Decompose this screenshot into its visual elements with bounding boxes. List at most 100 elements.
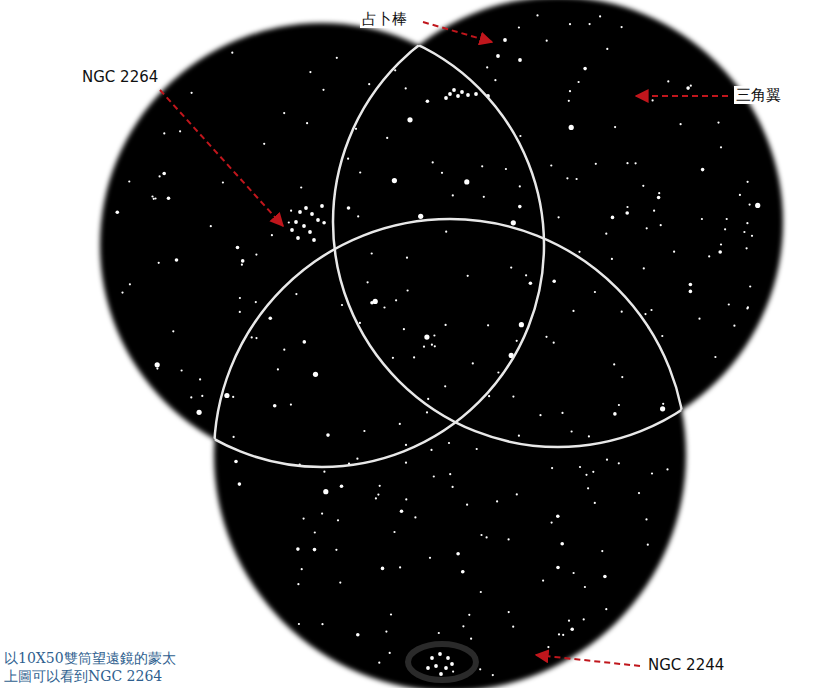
star <box>231 52 233 54</box>
star <box>653 210 655 212</box>
star <box>505 168 507 170</box>
star <box>662 403 664 405</box>
star <box>680 123 682 125</box>
star <box>462 625 464 627</box>
star <box>553 342 555 344</box>
star <box>373 299 378 304</box>
star <box>162 172 166 176</box>
star <box>326 433 330 437</box>
star <box>277 368 279 370</box>
star <box>701 218 703 220</box>
star <box>621 376 623 378</box>
star <box>434 345 436 347</box>
star <box>357 215 359 217</box>
star <box>116 211 120 215</box>
star <box>222 181 224 183</box>
star <box>431 344 433 346</box>
star <box>660 224 662 226</box>
star <box>430 449 432 451</box>
star <box>717 122 719 124</box>
star <box>755 203 760 208</box>
nebula-glow <box>408 644 476 680</box>
star <box>476 448 478 450</box>
star <box>618 404 620 406</box>
star <box>197 410 202 415</box>
star <box>159 175 161 177</box>
star <box>283 349 285 351</box>
star <box>579 466 581 468</box>
star <box>306 122 308 124</box>
star <box>390 613 392 615</box>
star <box>271 234 273 236</box>
star <box>427 398 429 400</box>
star <box>462 570 464 572</box>
star <box>728 303 730 305</box>
star <box>347 158 349 160</box>
star <box>720 146 722 148</box>
stars <box>116 14 761 676</box>
star <box>474 92 478 96</box>
star <box>175 258 179 262</box>
star <box>643 267 645 269</box>
star <box>239 311 241 313</box>
star <box>666 468 668 470</box>
star <box>583 618 585 620</box>
star <box>314 531 316 533</box>
star <box>626 162 628 164</box>
star <box>181 369 183 371</box>
star <box>572 310 574 312</box>
star <box>657 196 661 200</box>
star <box>445 231 447 233</box>
star <box>573 572 575 574</box>
caption-text: 上圖可以看到NGC 2264 <box>4 668 162 685</box>
star <box>724 228 726 230</box>
star <box>525 274 527 276</box>
star <box>179 130 181 132</box>
star <box>751 235 753 237</box>
star <box>449 473 451 475</box>
star <box>313 548 317 552</box>
star <box>643 93 645 95</box>
star <box>199 378 201 380</box>
star <box>321 623 323 625</box>
star <box>392 357 394 359</box>
star <box>551 467 553 469</box>
star <box>238 482 242 486</box>
star <box>394 69 396 71</box>
star <box>603 575 607 579</box>
star <box>308 230 312 234</box>
star <box>367 281 369 283</box>
star <box>546 40 548 42</box>
star <box>542 580 544 582</box>
star <box>487 324 489 326</box>
star <box>510 267 512 269</box>
star <box>414 516 416 518</box>
star <box>746 307 748 309</box>
star <box>720 243 722 245</box>
star <box>312 238 316 242</box>
star <box>605 608 607 610</box>
star <box>749 204 751 206</box>
star <box>651 472 653 474</box>
star <box>347 206 351 210</box>
star <box>339 582 341 584</box>
star <box>570 628 574 632</box>
star <box>652 99 654 101</box>
star <box>294 220 298 224</box>
star <box>566 177 568 179</box>
star <box>301 568 303 570</box>
star <box>658 192 660 194</box>
star <box>611 216 615 220</box>
star <box>452 88 456 92</box>
star <box>438 652 442 656</box>
star <box>638 492 640 494</box>
star <box>310 212 314 216</box>
star <box>255 337 257 339</box>
star <box>568 620 570 622</box>
star <box>621 26 623 28</box>
star <box>430 656 434 660</box>
star <box>605 233 607 235</box>
star <box>594 502 596 504</box>
star <box>560 542 564 546</box>
star <box>439 672 443 676</box>
